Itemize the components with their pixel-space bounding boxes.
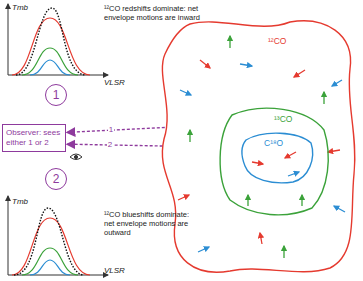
sight-line: [67, 144, 163, 146]
motion-arrows: [178, 36, 345, 258]
contour-path: [242, 133, 312, 183]
axis-label: Tmb: [12, 197, 28, 207]
callout-number: 2: [53, 172, 60, 186]
c18o-contour: C¹⁸O: [238, 128, 318, 188]
contour-path: [162, 21, 354, 272]
contour-outline: [238, 128, 318, 188]
eye-icon: [70, 154, 82, 160]
line-label: 1: [108, 126, 114, 134]
observer-box: Observer: sees either 1 or 2: [2, 124, 66, 152]
contour-path: [220, 108, 328, 215]
region-label: ¹²CO: [268, 36, 286, 46]
co13-contour: ¹³CO C¹⁸O: [212, 100, 334, 222]
region-label: C¹⁸O: [264, 138, 283, 148]
spectrum-bottom: [8, 196, 108, 275]
note-text: ¹²CO redshifts dominate: net envelope mo…: [104, 4, 200, 22]
contour-outline: [150, 14, 361, 278]
callout-number: 1: [53, 88, 60, 102]
line-label: 2: [107, 141, 113, 149]
contour-outline: [212, 100, 334, 222]
callout-circle: 2: [45, 168, 67, 190]
axis-label: Tmb: [12, 3, 28, 13]
note-text: ¹²CO blueshifts dominate: net envelope m…: [104, 210, 200, 237]
spectrum-top: [8, 4, 108, 75]
axis-label: VLSR: [104, 78, 125, 88]
region-label: ¹³CO: [274, 114, 292, 124]
co12-contour: ¹²CO ¹³CO C¹⁸O: [150, 14, 361, 278]
sight-line: [67, 128, 165, 133]
axis-label: VLSR: [104, 266, 125, 276]
callout-circle: 1: [45, 84, 67, 106]
node-text: Observer: sees either 1 or 2: [6, 128, 62, 147]
